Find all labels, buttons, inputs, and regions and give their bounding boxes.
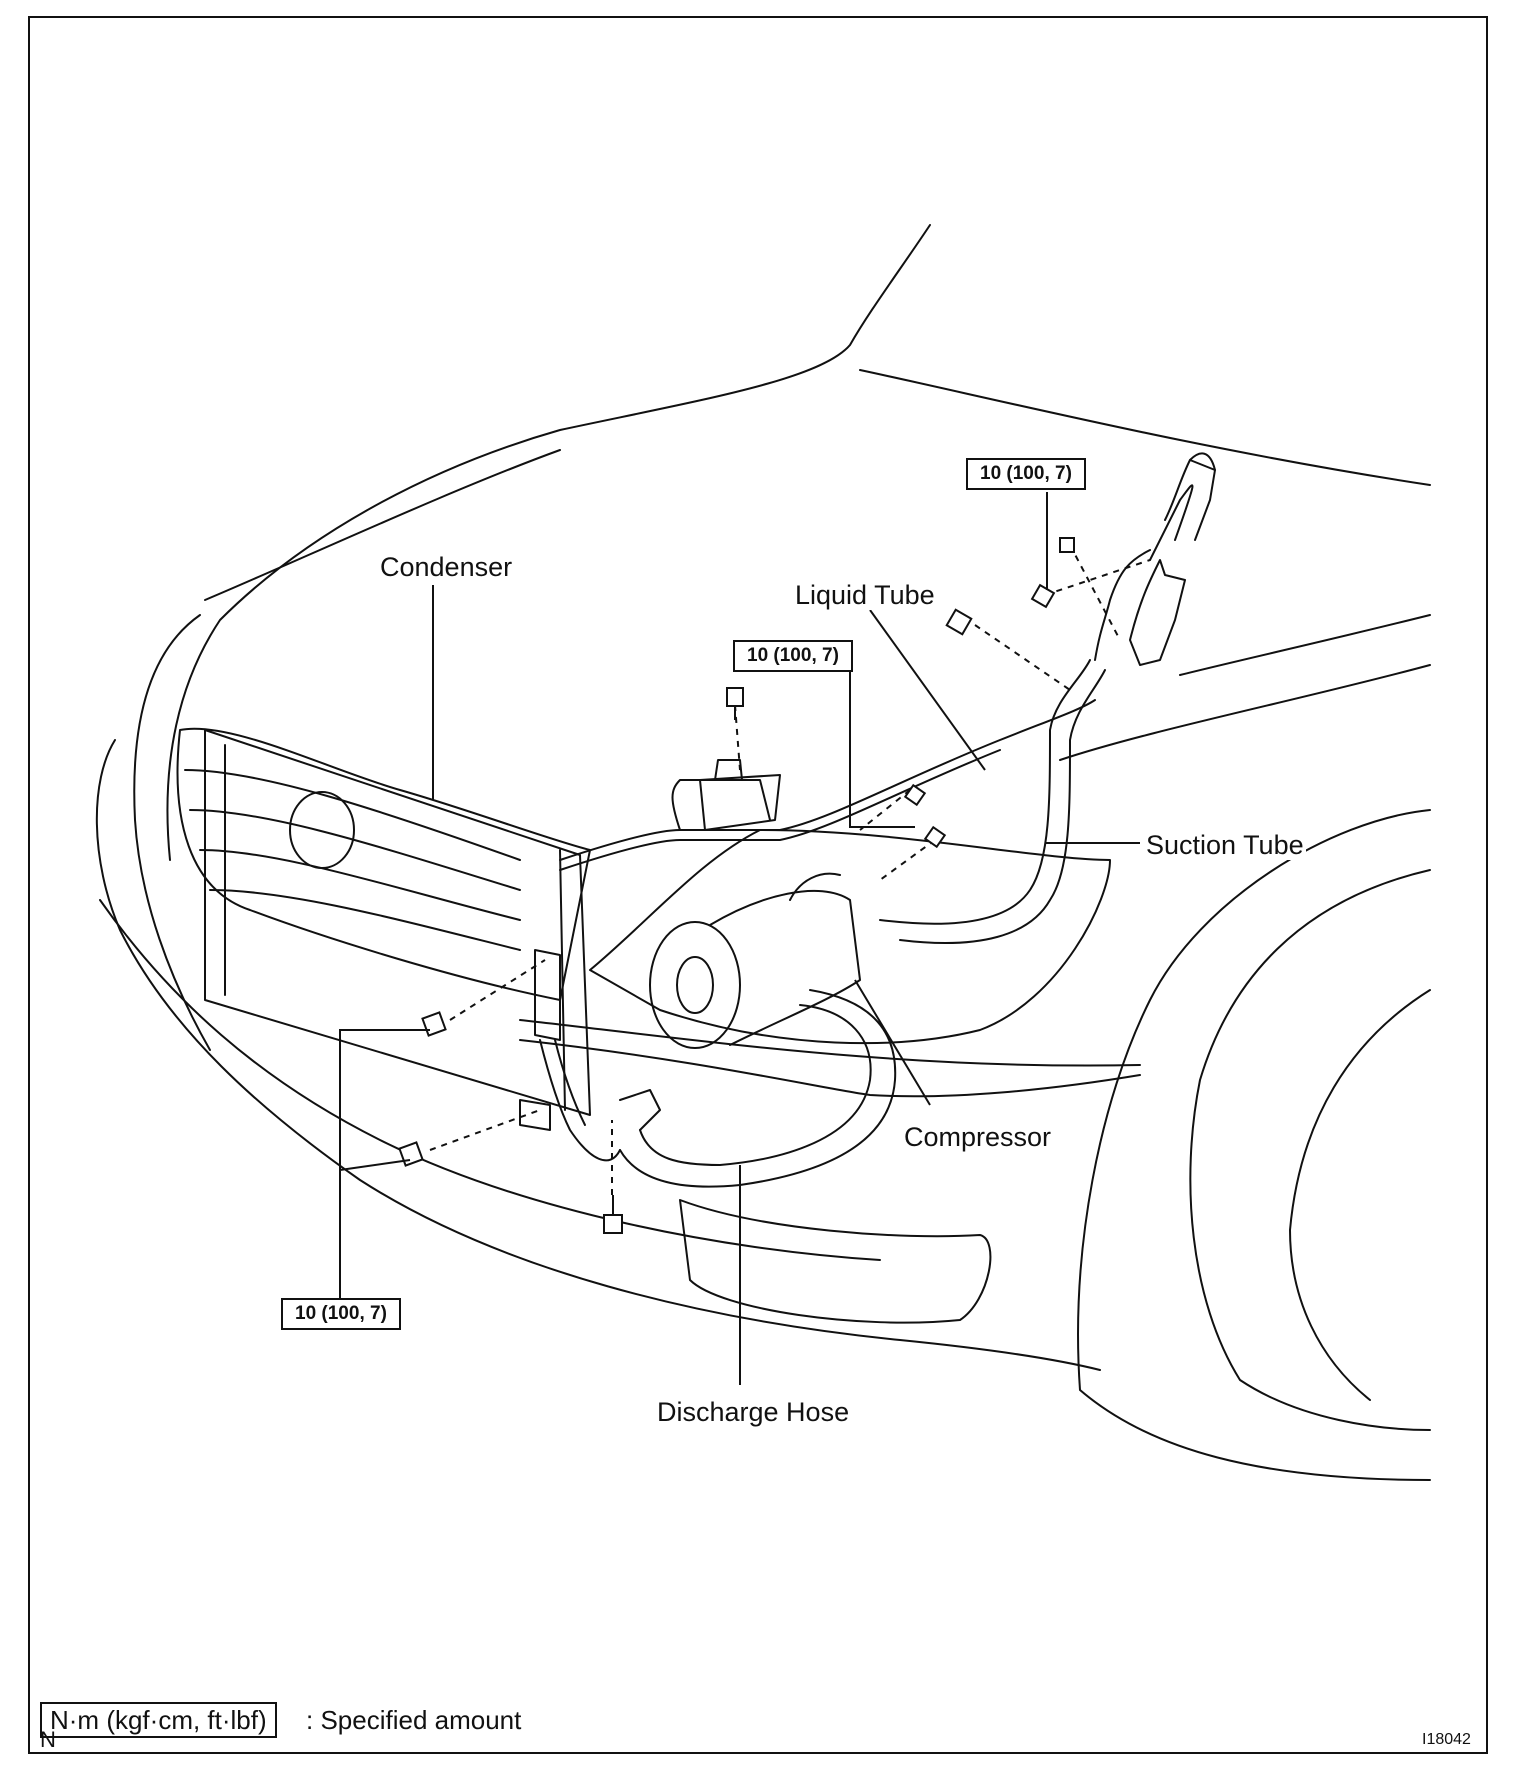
- bolt-icon: [923, 825, 947, 849]
- bolt-icon: [726, 687, 744, 720]
- body-sweep-line: [519, 1019, 1141, 1067]
- compressor-pulley: [649, 921, 741, 1049]
- legend-description: : Specified amount: [306, 1705, 522, 1735]
- bolt-dash-line: [1044, 559, 1151, 596]
- condenser-panel: [204, 729, 591, 1116]
- grille-outline: [176, 727, 591, 1001]
- bolt-icon: [945, 608, 973, 636]
- discharge-hose-line: [639, 1004, 872, 1166]
- bolt-icon: [1059, 537, 1075, 553]
- condenser-bracket: [534, 949, 561, 1041]
- torque-leader-middle: [849, 672, 915, 828]
- bolt-dash-line: [449, 959, 546, 1021]
- bolt-dash-line: [1069, 544, 1121, 641]
- bolt-icon: [903, 783, 927, 807]
- compressor-leader: [854, 979, 931, 1106]
- suction-tube-label: Suction Tube: [1144, 830, 1306, 860]
- fender-line-upper: [1179, 614, 1431, 676]
- bolt-dash-line: [974, 624, 1071, 691]
- wheel-arch-inner: [1189, 869, 1431, 1431]
- torque-spec-middle: 10 (100, 7): [733, 640, 853, 672]
- emblem-outline: [289, 791, 355, 869]
- bolt-dash-line: [879, 839, 936, 881]
- wheel-arch-outer: [1077, 809, 1431, 1481]
- hood-upper-line: [859, 369, 1431, 486]
- liquid-tube-connector: [699, 774, 781, 831]
- tube-bracket: [1129, 559, 1186, 666]
- liquid-tube-line: [559, 699, 1096, 861]
- figure-code: I18042: [1422, 1731, 1471, 1748]
- bolt-icon: [421, 1011, 447, 1037]
- body-sweep-line-2: [519, 1039, 1141, 1098]
- discharge-hose-label: Discharge Hose: [655, 1397, 852, 1427]
- bolt-icon: [603, 1195, 623, 1234]
- tire-curve: [1289, 989, 1431, 1401]
- bolt-icon: [398, 1141, 424, 1167]
- liquid-tube-leader: [869, 609, 986, 771]
- compressor-body: [709, 889, 861, 1046]
- torque-spec-lower-left: 10 (100, 7): [281, 1298, 401, 1330]
- bolt-dash-line: [859, 789, 911, 831]
- bolt-icon: [1030, 583, 1056, 609]
- compressor-label: Compressor: [902, 1122, 1054, 1152]
- front-bumper-outline: [95, 739, 1101, 1371]
- diagram-frame: [28, 16, 1488, 1754]
- fender-line-lower: [1059, 664, 1431, 761]
- hood-front-edge: [204, 449, 561, 601]
- bolt-dash-line: [429, 1109, 541, 1151]
- liquid-tube-label: Liquid Tube: [793, 580, 937, 610]
- fog-lamp-outline: [679, 1199, 992, 1324]
- torque-spec-top-right: 10 (100, 7): [966, 458, 1086, 490]
- headlight-outline: [589, 829, 1111, 1045]
- corner-letter: N: [40, 1727, 56, 1752]
- legend-unit-box: N·m (kgf·cm, ft·lbf): [40, 1702, 277, 1738]
- left-body-curve: [133, 614, 211, 1051]
- condenser-label: Condenser: [378, 552, 515, 582]
- bumper-lower-line: [99, 899, 881, 1261]
- hood-crease-line: [166, 224, 931, 861]
- torque-leader-lower: [339, 1029, 430, 1298]
